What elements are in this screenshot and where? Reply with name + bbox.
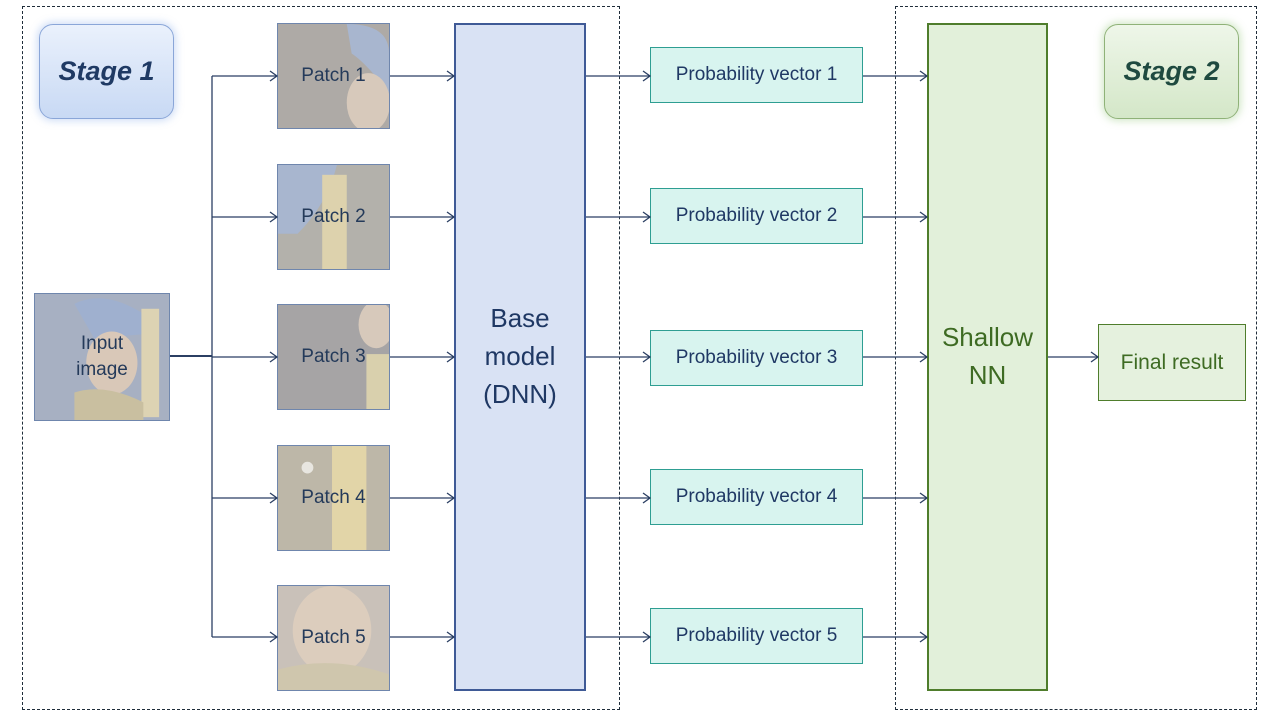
portrait-thumbnail	[35, 294, 169, 420]
arrowhead-icon	[269, 351, 279, 363]
patch-thumbnail	[278, 165, 389, 269]
arrowheads	[269, 70, 1100, 643]
arrowhead-icon	[642, 70, 652, 82]
arrowhead-icon	[919, 631, 929, 643]
probability-vector-4: Probability vector 4	[650, 469, 863, 525]
stage-1-region	[22, 6, 620, 710]
arrowhead-icon	[642, 211, 652, 223]
arrowhead-icon	[919, 70, 929, 82]
patch-2-box: Patch 2	[277, 164, 390, 270]
arrowhead-icon	[919, 211, 929, 223]
arrowhead-icon	[269, 492, 279, 504]
patch-2-label: Patch 2	[301, 206, 366, 228]
stage-1-badge: Stage 1	[39, 24, 174, 119]
shallow-nn-box: Shallow NN	[927, 23, 1048, 691]
arrowhead-icon	[446, 351, 456, 363]
final-result-box: Final result	[1098, 324, 1246, 401]
arrowhead-icon	[269, 631, 279, 643]
patch-3-label: Patch 3	[301, 346, 366, 368]
base-model-dnn-box: Base model (DNN)	[454, 23, 586, 691]
probability-vector-5: Probability vector 5	[650, 608, 863, 664]
patch-thumbnail	[278, 24, 389, 128]
arrowhead-icon	[446, 70, 456, 82]
patch-3-box: Patch 3	[277, 304, 390, 410]
arrowhead-icon	[642, 492, 652, 504]
arrowhead-icon	[446, 631, 456, 643]
stage-2-badge: Stage 2	[1104, 24, 1239, 119]
patch-thumbnail	[278, 305, 389, 409]
patch-5-label: Patch 5	[301, 627, 366, 649]
arrowhead-icon	[1090, 351, 1100, 363]
arrowhead-icon	[269, 70, 279, 82]
arrowhead-icon	[642, 351, 652, 363]
patch-thumbnail	[278, 446, 389, 550]
patch-5-box: Patch 5	[277, 585, 390, 691]
arrowhead-icon	[919, 351, 929, 363]
input-image-box: Input image	[34, 293, 170, 421]
probability-vector-3: Probability vector 3	[650, 330, 863, 386]
probability-vector-2: Probability vector 2	[650, 188, 863, 244]
stage-2-region	[895, 6, 1257, 710]
patch-1-label: Patch 1	[301, 65, 366, 87]
arrowhead-icon	[446, 492, 456, 504]
probability-vector-1: Probability vector 1	[650, 47, 863, 103]
input-image-label: Input image	[76, 333, 128, 380]
arrowhead-icon	[446, 211, 456, 223]
arrowhead-icon	[642, 631, 652, 643]
arrowhead-icon	[919, 492, 929, 504]
arrowhead-icon	[269, 211, 279, 223]
patch-4-label: Patch 4	[301, 487, 366, 509]
patch-1-box: Patch 1	[277, 23, 390, 129]
patch-thumbnail	[278, 586, 389, 690]
patch-4-box: Patch 4	[277, 445, 390, 551]
